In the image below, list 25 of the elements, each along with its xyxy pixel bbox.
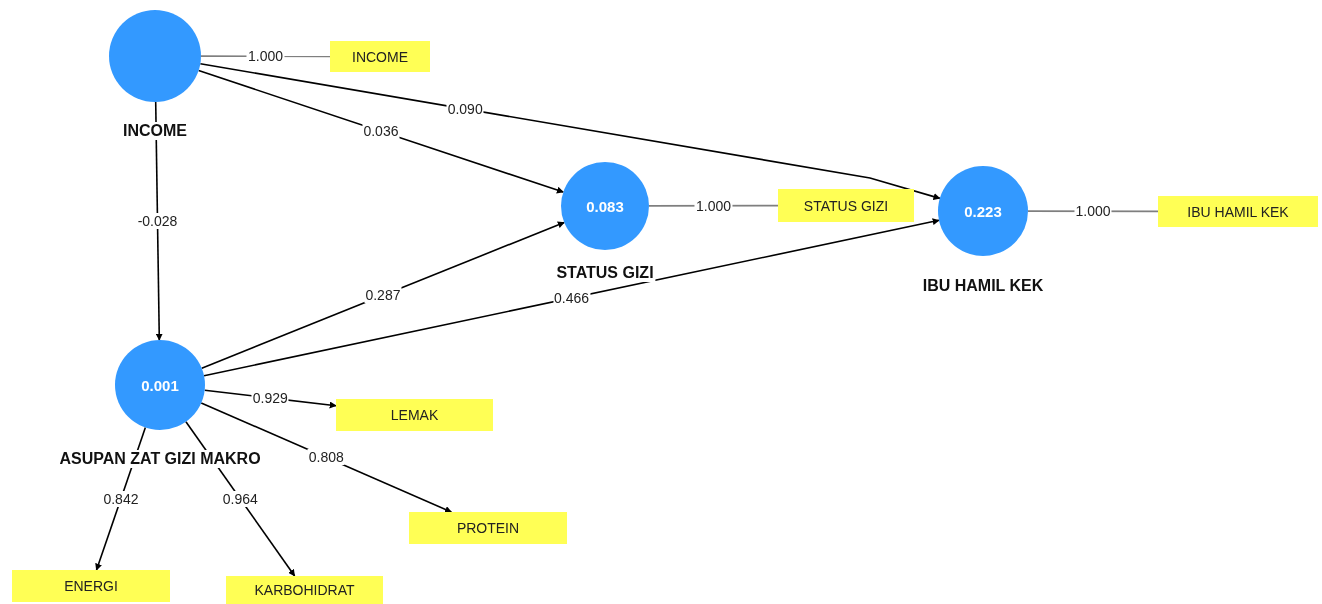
indicator-box: ENERGI [12,570,170,602]
edge-label: 0.036 [362,123,400,140]
indicator-box: STATUS GIZI [778,189,914,222]
edge-label: 0.287 [364,287,402,304]
r-squared-value: 0.001 [141,376,179,394]
arrow [199,62,941,200]
edge-label: -0.028 [136,213,179,229]
r-squared-value: 0.083 [586,197,624,215]
edge-label: 0.466 [553,290,590,306]
edge-label: 0.964 [221,490,259,507]
indicator-box: LEMAK [336,399,493,431]
construct-name: STATUS GIZI [554,264,656,282]
edge-label: 0.929 [251,390,289,406]
arrow [203,218,940,377]
arrow [200,221,565,369]
r-squared-value: 0.223 [964,202,1002,220]
indicator-box: KARBOHIDRAT [226,576,383,604]
indicator-box: PROTEIN [409,512,567,544]
indicator-box: INCOME [330,41,430,72]
construct-name: ASUPAN ZAT GIZI MAKRO [57,450,263,468]
construct-name: INCOME [121,122,189,140]
edge-label: 0.808 [307,449,345,466]
arrow [197,69,565,194]
indicator-box: IBU HAMIL KEK [1158,196,1318,227]
edge-label: 0.842 [102,490,140,507]
